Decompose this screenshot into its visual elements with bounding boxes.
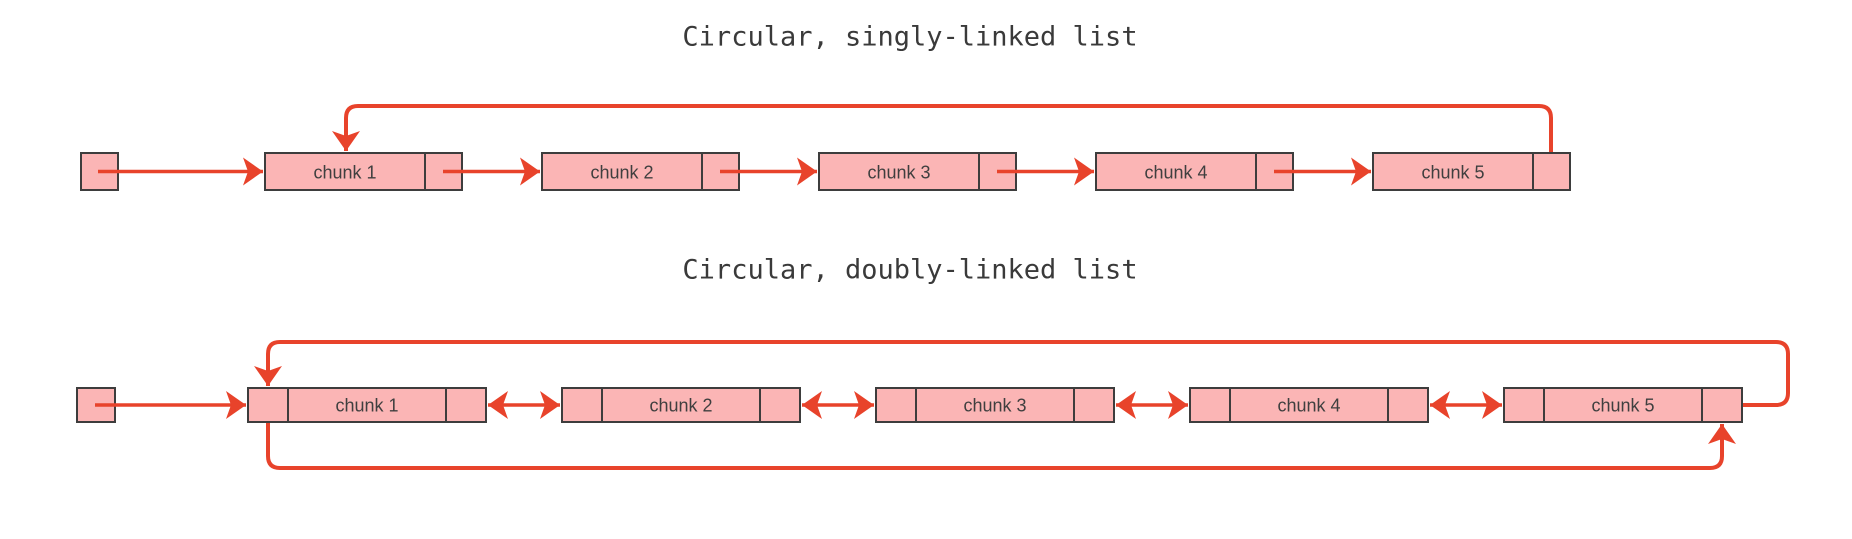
singly-chunk-1-box: [264, 152, 426, 191]
singly-chunk-2-box: [541, 152, 703, 191]
doubly-chunk-4-prev-pointer-cell: [1189, 387, 1231, 423]
doubly-chunk-2-next-pointer-cell: [759, 387, 801, 423]
singly-chunk-4-label: chunk 4: [1144, 163, 1207, 183]
doubly-chunk-2-box: [601, 387, 761, 423]
diagram-singly-linked: Circular, singly-linked list chunk 1 chu…: [80, 22, 1571, 191]
doubly-chunk-4-next-pointer-cell: [1387, 387, 1429, 423]
doubly-chunk-4-label: chunk 4: [1277, 396, 1340, 416]
doubly-chunk-2-prev-pointer-cell: [561, 387, 603, 423]
doubly-chunk-3-label: chunk 3: [963, 396, 1026, 416]
doubly-chunk-1-next-pointer-cell: [445, 387, 487, 423]
doubly-chunk-5-prev-pointer-cell: [1503, 387, 1545, 423]
singly-chunk-5-next-pointer-cell: [1532, 152, 1571, 191]
singly-chunk-2-label: chunk 2: [590, 163, 653, 183]
singly-chunk-1-label: chunk 1: [313, 163, 376, 183]
doubly-chunk-5-box: [1543, 387, 1703, 423]
singly-diagram-title: Circular, singly-linked list: [682, 22, 1137, 53]
diagram-doubly-linked: Circular, doubly-linked list chunk 1 chu…: [76, 255, 1790, 470]
doubly-chunk-3-next-pointer-cell: [1073, 387, 1115, 423]
doubly-wraparound-next-arrow: [254, 340, 1790, 407]
doubly-chunk-3-prev-pointer-cell: [875, 387, 917, 423]
doubly-chunk-4-box: [1229, 387, 1389, 423]
singly-chunk-5-label: chunk 5: [1421, 163, 1484, 183]
doubly-chunk-2-label: chunk 2: [649, 396, 712, 416]
singly-chunk-3-box: [818, 152, 980, 191]
doubly-chunk-1-prev-pointer-cell: [247, 387, 289, 423]
doubly-chunk-5-next-pointer-cell: [1701, 387, 1743, 423]
doubly-chunk-1-label: chunk 1: [335, 396, 398, 416]
singly-wraparound-next-arrow: [332, 104, 1553, 153]
doubly-diagram-title: Circular, doubly-linked list: [682, 255, 1137, 286]
doubly-wraparound-prev-arrow: [266, 422, 1736, 470]
singly-chunk-3-label: chunk 3: [867, 163, 930, 183]
doubly-chunk-5-label: chunk 5: [1591, 396, 1654, 416]
